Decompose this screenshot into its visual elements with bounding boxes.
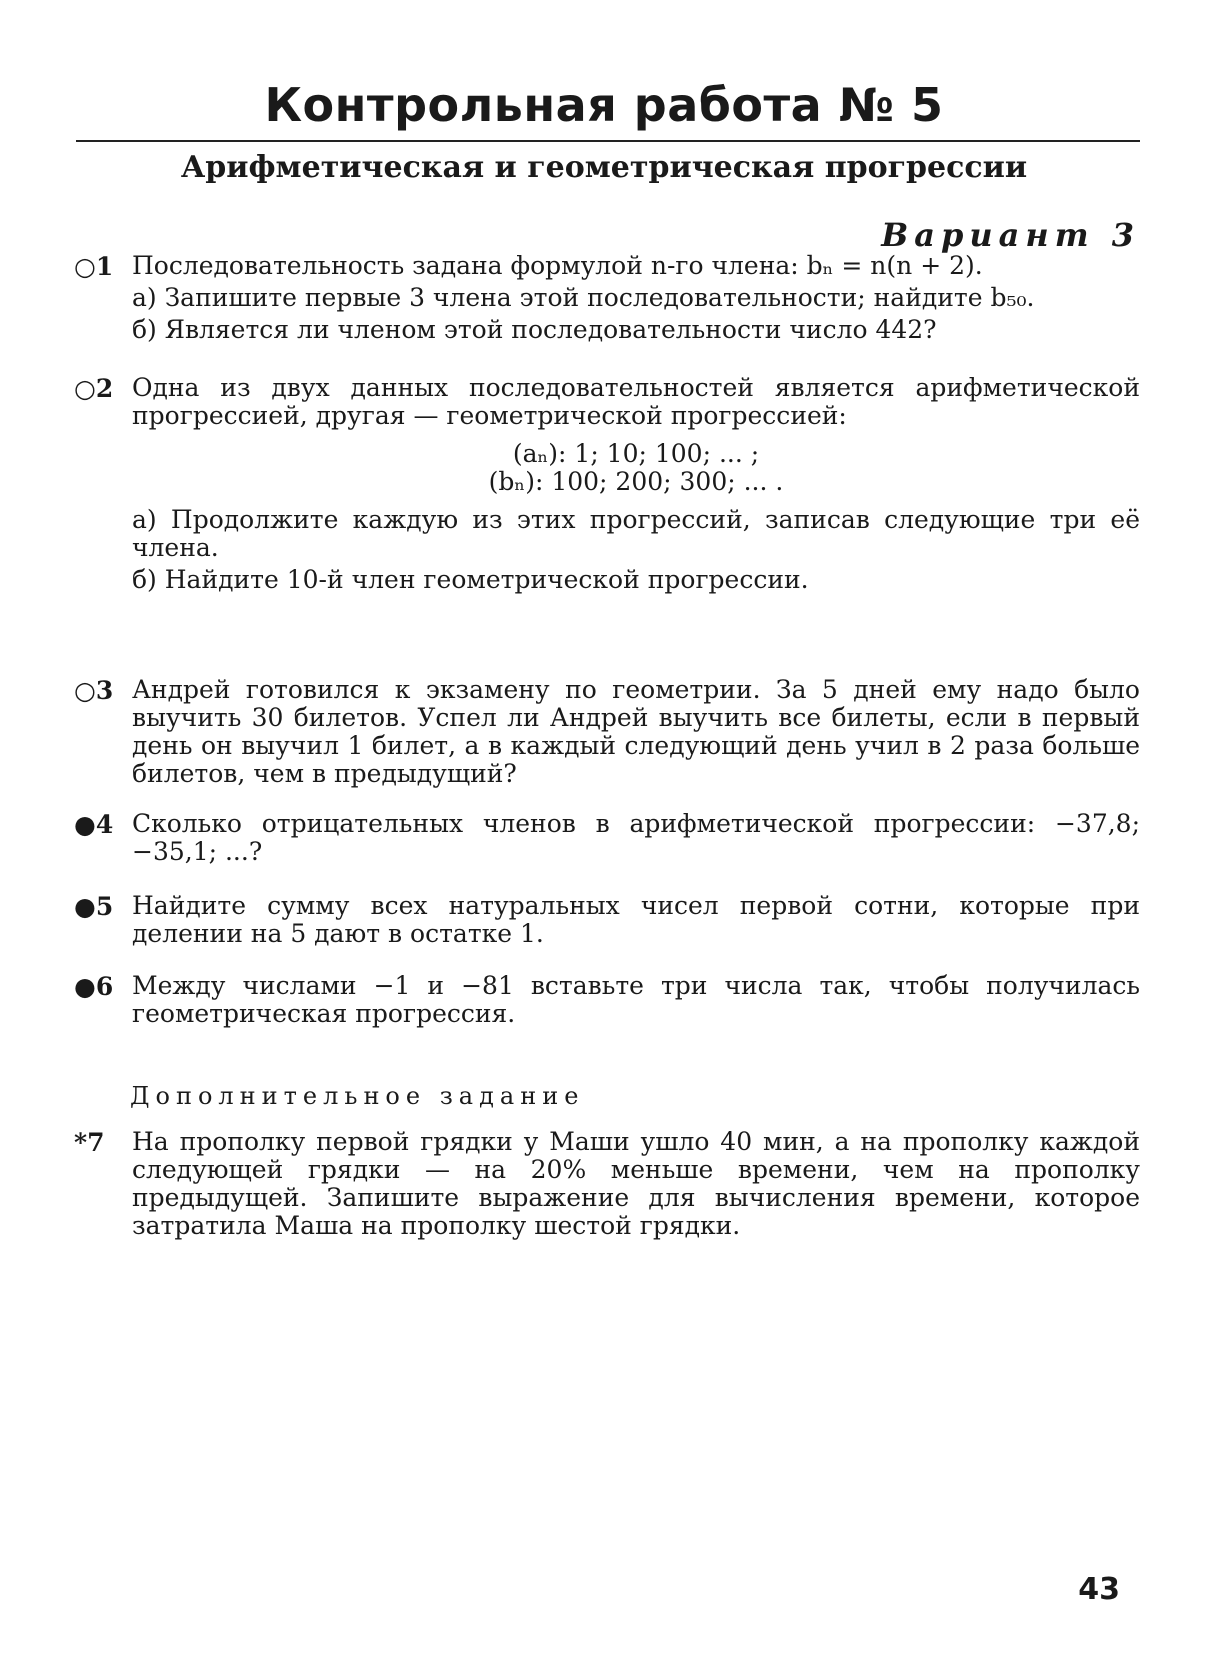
variant-label: Вариант 3 bbox=[881, 216, 1140, 254]
task-2-sub-a: а) Продолжите каждую из этих прогрессий,… bbox=[132, 505, 1140, 562]
task-1-sub-a: а) Запишите первые 3 члена этой последов… bbox=[132, 283, 1035, 312]
task-4-text: Сколько отрицательных членов в арифметич… bbox=[132, 809, 1140, 866]
title-divider bbox=[76, 140, 1140, 142]
task-1-text: Последовательность задана формулой n-го … bbox=[132, 251, 983, 280]
task-2-marker: ○2 bbox=[74, 374, 114, 403]
task-4-marker: ●4 bbox=[74, 810, 114, 839]
sequence-a-line: (aₙ): 1; 10; 100; ... ; bbox=[512, 439, 760, 468]
task-5-marker: ●5 bbox=[74, 892, 114, 921]
sequence-b-line: (bₙ): 100; 200; 300; ... . bbox=[488, 467, 784, 496]
task-6-marker: ●6 bbox=[74, 972, 114, 1001]
task-1-marker: ○1 bbox=[74, 252, 114, 281]
page-number: 43 bbox=[1078, 1572, 1120, 1607]
task-1-sub-b: б) Является ли членом этой последователь… bbox=[132, 315, 937, 344]
task-3-text: Андрей готовился к экзамену по геометрии… bbox=[132, 675, 1140, 788]
page-title: Контрольная работа № 5 bbox=[264, 78, 944, 132]
task-3-marker: ○3 bbox=[74, 676, 114, 705]
task-7-text: На прополку первой грядки у Маши ушло 40… bbox=[132, 1127, 1140, 1240]
task-2-sub-b: б) Найдите 10-й член геометрической прог… bbox=[132, 565, 809, 594]
extra-task-header: Дополнительное задание bbox=[130, 1082, 585, 1110]
task-5-text: Найдите сумму всех натуральных чисел пер… bbox=[132, 891, 1140, 948]
task-6-text: Между числами −1 и −81 вставьте три числ… bbox=[132, 971, 1140, 1028]
task-7-marker: *7 bbox=[74, 1128, 105, 1157]
page-subtitle: Арифметическая и геометрическая прогресс… bbox=[180, 150, 1028, 185]
task-2-text: Одна из двух данных последовательностей … bbox=[132, 373, 1140, 430]
